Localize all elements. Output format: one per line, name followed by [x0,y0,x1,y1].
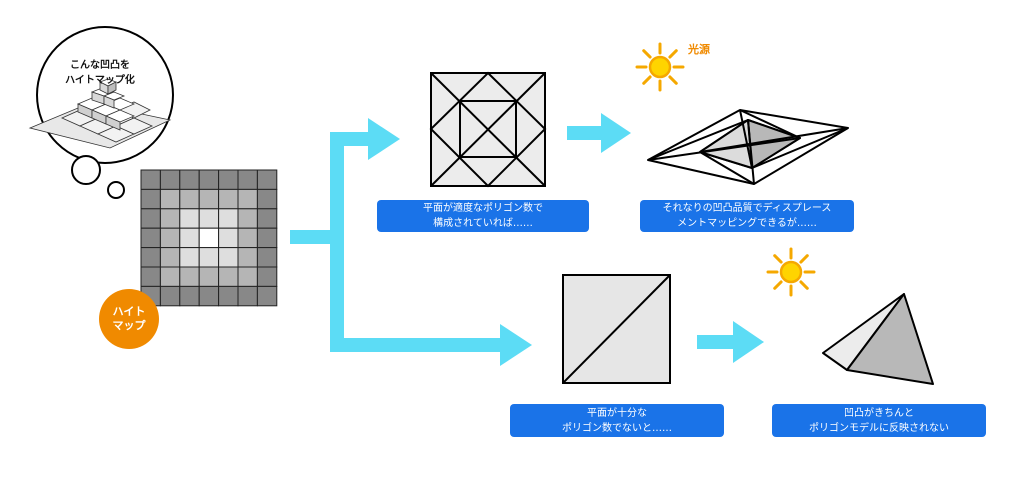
heightmap-cell [218,285,239,307]
heightmap-cell [159,208,181,229]
displaced-mesh [647,109,849,185]
heightmap-cell [140,247,161,268]
heightmap-cell [256,227,278,249]
arrow-trunk [290,230,334,244]
sun-ray [799,254,809,264]
heightmap-cell [159,227,181,249]
heightmap-cell [218,266,239,287]
thought-bubble-text: こんな凹凸を ハイトマップ化 [52,58,148,88]
heightmap-cell [256,285,278,307]
heightmap-cell [140,188,161,210]
heightmap-cell [218,247,239,268]
light-source-label: 光源 [688,43,710,56]
dense-polygon-plane [429,71,547,188]
arrow-lower-head [500,324,532,366]
heightmap-cell [179,247,200,268]
sun-ray [799,280,809,290]
heightmap-cell [237,169,258,190]
caption-dense-polygon: 平面が適度なポリゴン数で 構成されていれば…… [377,200,589,232]
sun-core [648,55,672,79]
flow-arrows [290,113,764,366]
coarse-pyramid [822,293,934,385]
arrow-upper-result-head [601,113,631,153]
heightmap-cell [218,208,239,229]
heightmap-cell [179,285,200,307]
caption-line: 構成されていれば…… [433,218,533,229]
caption-line: それなりの凹凸品質でディスプレース [662,203,832,214]
heightmap-badge: ハイト マップ [99,289,159,349]
badge-line: マップ [112,319,146,332]
arrow-lower-shaft [344,338,502,352]
arrow-upper-shaft [344,132,370,146]
arrow-lower-result-shaft [697,335,735,349]
heightmap-cell [179,188,200,210]
heightmap-cell [140,208,161,229]
heightmap-cell [179,266,200,287]
heightmap-cell [256,169,278,190]
sun-ray [668,49,678,59]
heightmap-cell [140,227,161,249]
heightmap-cell [198,188,220,210]
heightmap-cell [218,188,239,210]
heightmap-cell [179,169,200,190]
heightmap-cell [198,247,220,268]
heightmap-cell [159,247,181,268]
caption-dense-result: それなりの凹凸品質でディスプレース メントマッピングできるが…… [640,200,854,232]
bumpy-surface-illustration [28,78,172,149]
light-source-sun-icon [766,247,816,297]
heightmap-cell [198,227,220,249]
arrow-upper-result-shaft [567,126,603,140]
heightmap-cell [256,266,278,287]
sun-ray [642,75,652,85]
heightmap-cell [140,169,161,190]
badge-line: ハイト [112,305,146,318]
heightmap-cell [237,247,258,268]
heightmap-cell [256,247,278,268]
heightmap-cell [159,266,181,287]
sun-ray [773,254,783,264]
heightmap-cell [256,208,278,229]
sun-ray [642,49,652,59]
heightmap-cell [237,208,258,229]
caption-sparse-result: 凹凸がきちんと ポリゴンモデルに反映されない [772,404,986,437]
heightmap-cell [159,169,181,190]
heightmap-cell [237,188,258,210]
heightmap-cell [198,285,220,307]
thought-bubble-line: こんな凹凸を [70,60,130,71]
heightmap-cell [198,208,220,229]
heightmap-cell [140,266,161,287]
heightmap-cell [237,227,258,249]
light-source-sun-icon [635,42,685,92]
heightmap-cell [159,188,181,210]
heightmap-cell [198,266,220,287]
heightmap-cell [198,169,220,190]
heightmap-cell [237,266,258,287]
heightmap-cell [256,188,278,210]
heightmap-cell [179,208,200,229]
heightmap-cell [237,285,258,307]
caption-line: ポリゴン数でないと…… [562,422,672,434]
caption-line: 平面が十分な [587,407,647,419]
heightmap-cell [179,227,200,249]
arrow-lower-result-head [733,321,764,363]
caption-line: 凹凸がきちんと [844,407,914,419]
caption-line: メントマッピングできるが…… [677,218,817,229]
arrow-vertical-connector [330,132,344,352]
caption-line: 平面が適度なポリゴン数で [423,203,543,214]
heightmap-grid [140,169,278,307]
sun-core [779,260,803,284]
caption-line: ポリゴンモデルに反映されない [809,422,949,434]
sparse-polygon-plane [562,274,671,384]
heightmap-cell [218,169,239,190]
sun-ray [773,280,783,290]
caption-sparse-polygon: 平面が十分な ポリゴン数でないと…… [510,404,724,437]
heightmap-cell [218,227,239,249]
heightmap-cell [159,285,181,307]
sun-ray [668,75,678,85]
thought-bubble-line: ハイトマップ化 [65,75,135,86]
arrow-upper-head [368,118,400,160]
